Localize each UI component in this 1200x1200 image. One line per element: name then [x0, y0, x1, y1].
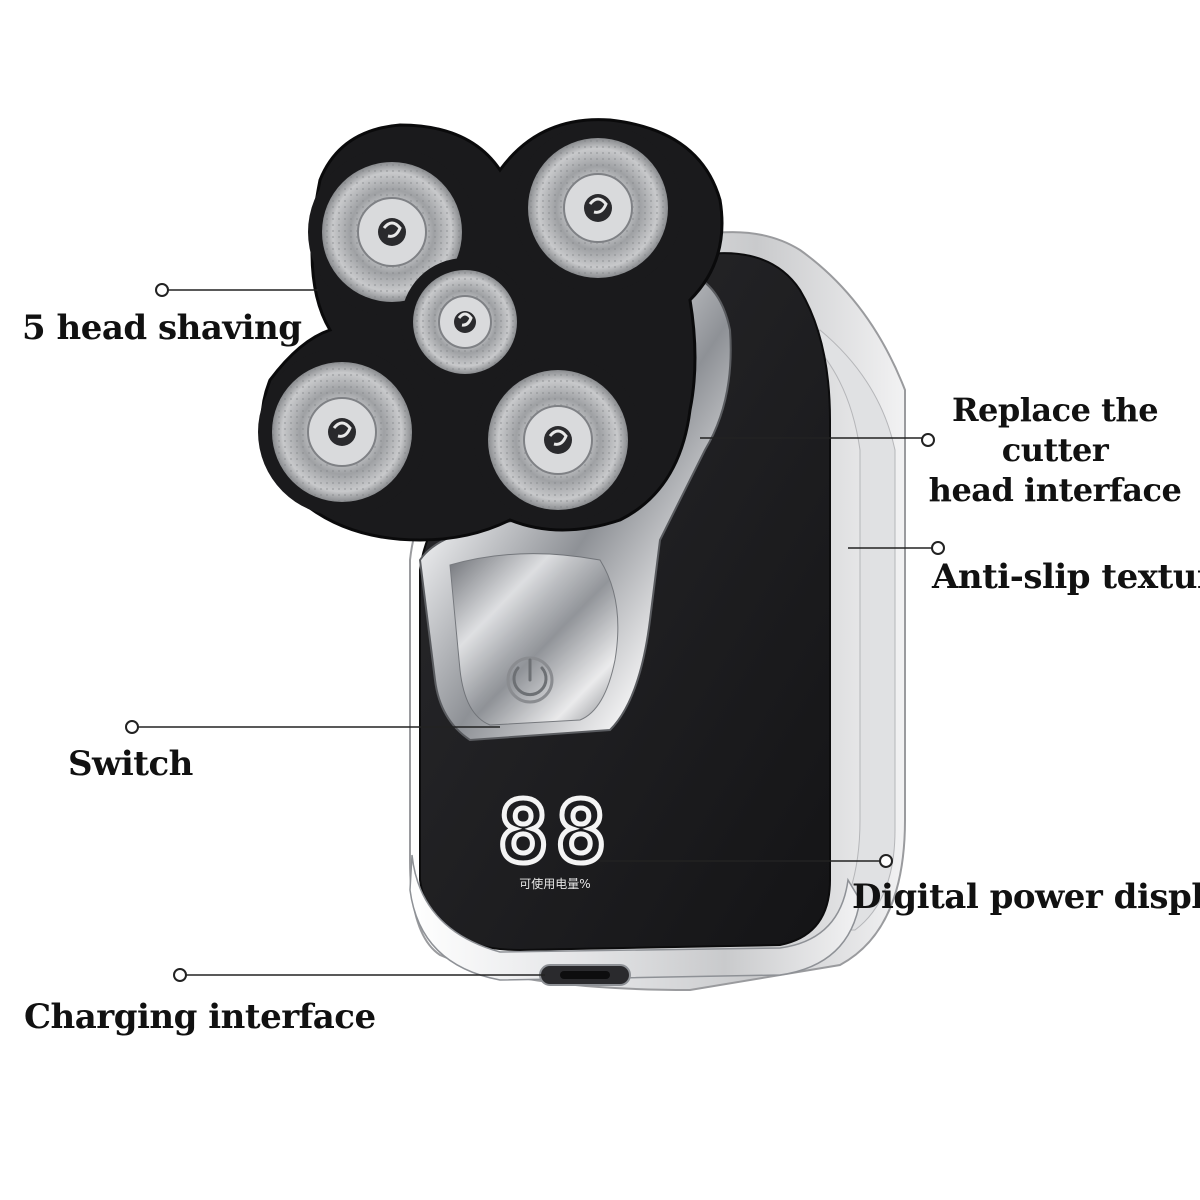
power-button[interactable] [506, 656, 554, 704]
leader-dot-charging [173, 968, 187, 982]
callout-anti-slip-texture: Anti-slip texture [932, 557, 1200, 597]
callout-lines [125, 283, 945, 982]
leader-dot-digital [879, 854, 893, 868]
display-digits: 88 [497, 783, 613, 883]
charging-port [539, 964, 631, 986]
callout-digital-power-display: Digital power display [852, 877, 1200, 917]
leader-dot-switch [125, 720, 139, 734]
callout-5-head-shaving: 5 head shaving [22, 308, 302, 348]
cutter-head-bottom-left [258, 348, 426, 516]
leader-dot-replace [921, 433, 935, 447]
leader-dot-5head [155, 283, 169, 297]
cutter-head-top-left [308, 148, 476, 316]
callout-charging-interface: Charging interface [24, 997, 376, 1037]
callout-replace-cutter-head-interface: Replace the cutter head interface [912, 390, 1198, 510]
lower-rim [409, 854, 861, 981]
callout-replace-line2: head interface [928, 471, 1182, 509]
callout-switch: Switch [68, 744, 193, 784]
callout-replace-line1: Replace the cutter [951, 391, 1159, 469]
switch-recess [449, 553, 619, 726]
cutter-head-center [401, 258, 529, 386]
leader-dot-antislip [931, 541, 945, 555]
digital-power-display: 88 可使用电量% [495, 781, 613, 892]
cutter-head-bottom-right [474, 356, 642, 524]
cutter-head-top-right [514, 124, 682, 292]
display-caption: 可使用电量% [519, 876, 590, 891]
